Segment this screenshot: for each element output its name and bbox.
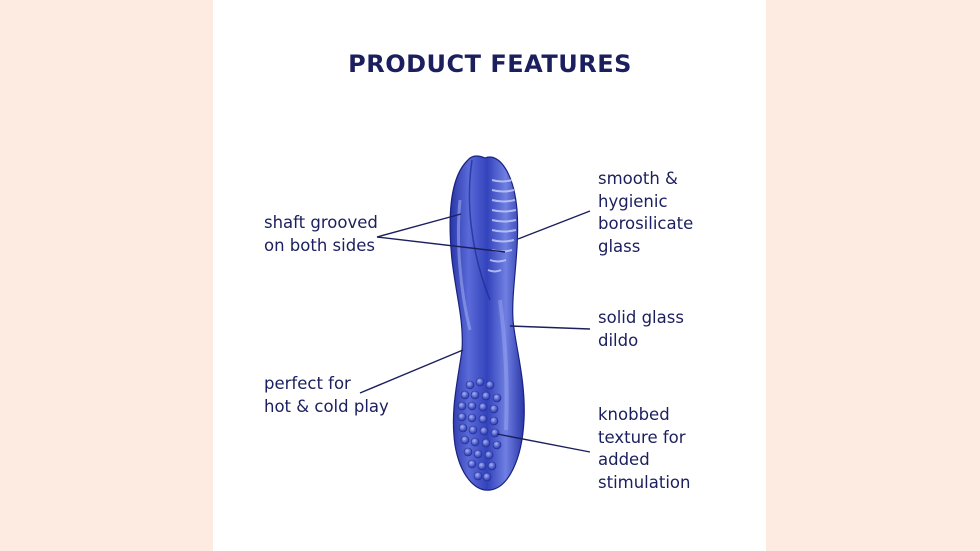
- leader-line-smooth-glass: [517, 210, 591, 240]
- feature-hot-cold: perfect for hot & cold play: [264, 374, 389, 416]
- feature-solid-glass: solid glass dildo: [598, 308, 684, 350]
- feature-shaft-grooved: shaft grooved on both sides: [264, 213, 378, 255]
- leader-line-hot-cold: [359, 349, 464, 394]
- leader-line-shaft-grooved-b: [376, 236, 506, 253]
- feature-smooth-glass: smooth & hygienic borosilicate glass: [598, 169, 694, 256]
- leader-line-shaft-grooved-a: [376, 213, 462, 238]
- glass-dildo-icon: [449, 155, 525, 491]
- feature-knobbed: knobbed texture for added stimulation: [598, 405, 691, 492]
- leader-lines: [359, 210, 591, 453]
- leader-line-solid-glass: [509, 325, 591, 330]
- leader-line-knobbed: [496, 433, 591, 453]
- page-title: PRODUCT FEATURES: [348, 50, 632, 78]
- knob-texture: [457, 377, 502, 482]
